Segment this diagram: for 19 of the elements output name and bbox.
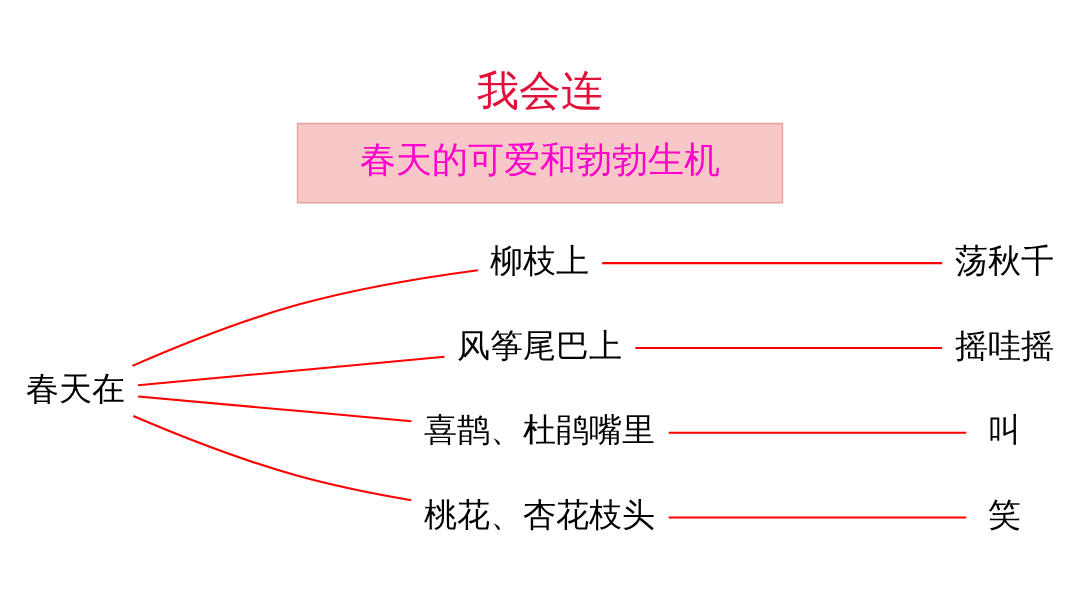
diagram-title: 我会连 [477,65,603,115]
node-text: 春天在 [26,368,126,408]
connector [668,515,967,518]
connector [131,268,479,367]
node-text: 柳枝上 [490,240,590,280]
connector [138,355,445,386]
node-text: 喜鹊、杜鹃嘴里 [424,409,656,449]
connector [138,394,412,422]
node-box: 春天的可爱和勃勃生机 [296,122,784,203]
node-text: 荡秋千 [954,240,1054,280]
node-text: 叫 [987,409,1021,449]
node-text: 笑 [987,494,1021,534]
node-text: 风筝尾巴上 [457,325,623,365]
connector [635,346,942,349]
node-text: 桃花、杏花枝头 [424,494,656,534]
connector [132,414,412,501]
connector [668,431,967,434]
node-text: 摇哇摇 [954,325,1054,365]
connector [602,261,943,264]
